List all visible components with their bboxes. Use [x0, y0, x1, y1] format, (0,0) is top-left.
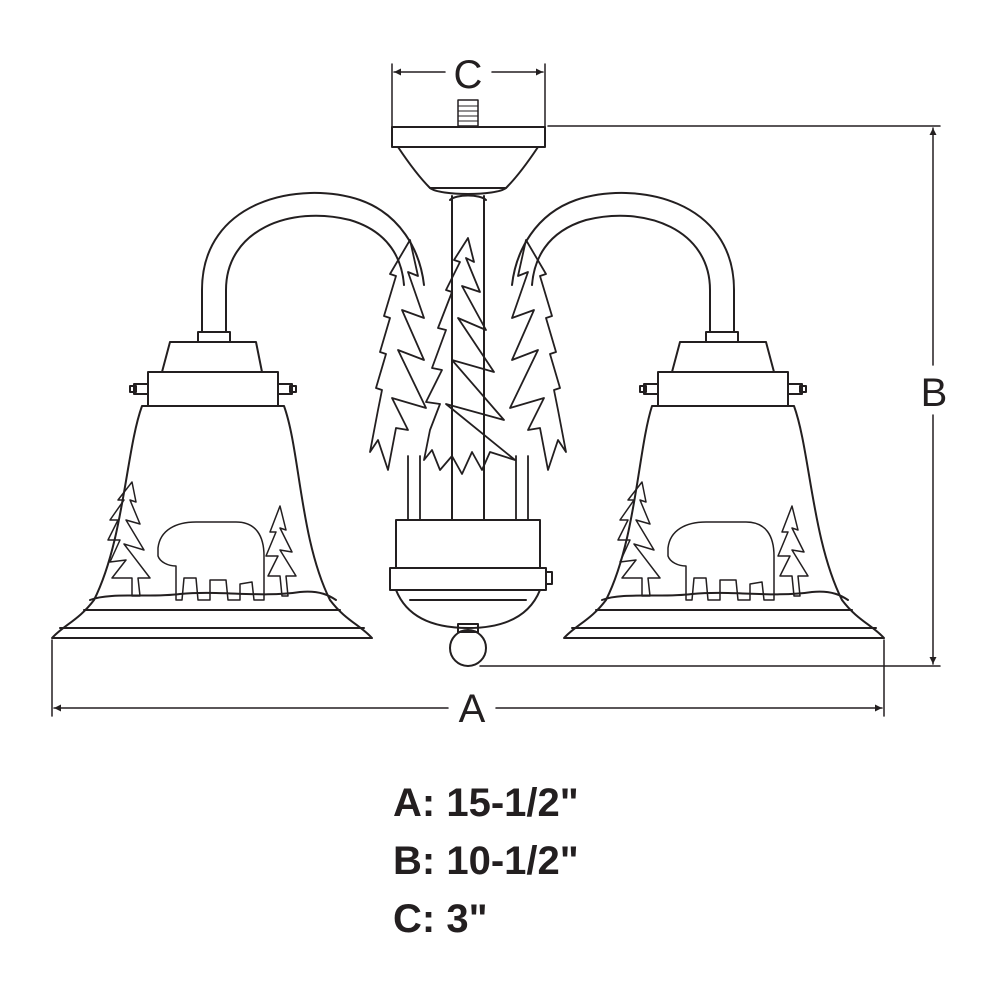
spec-value: 10-1/2": [446, 839, 579, 883]
spec-label: B: [393, 839, 422, 883]
left-lamp: [51, 331, 373, 639]
dimension-label-b: B: [921, 371, 948, 415]
spec-value: 3": [446, 897, 488, 941]
dimension-b: [479, 125, 941, 667]
spec-label: C: [393, 897, 422, 941]
dimension-spec-list: A: 15-1/2" B: 10-1/2" C: 3": [393, 774, 579, 948]
dimension-label-c: C: [454, 53, 483, 97]
spec-row-a: A: 15-1/2": [393, 781, 579, 825]
spec-value: 15-1/2": [446, 781, 579, 825]
canopy: [391, 99, 546, 195]
dimension-label-a: A: [459, 687, 486, 731]
right-lamp: [563, 331, 885, 639]
spec-row-b: B: 10-1/2": [393, 839, 579, 883]
spec-row-c: C: 3": [393, 897, 488, 941]
pine-tree-cluster: [369, 237, 567, 521]
dimension-a: [51, 639, 885, 717]
left-arm: [201, 191, 425, 333]
center-housing: [389, 519, 553, 667]
spec-label: A: [393, 781, 422, 825]
dimension-c: [391, 63, 546, 129]
center-stem: [449, 194, 487, 521]
right-arm: [511, 191, 735, 333]
